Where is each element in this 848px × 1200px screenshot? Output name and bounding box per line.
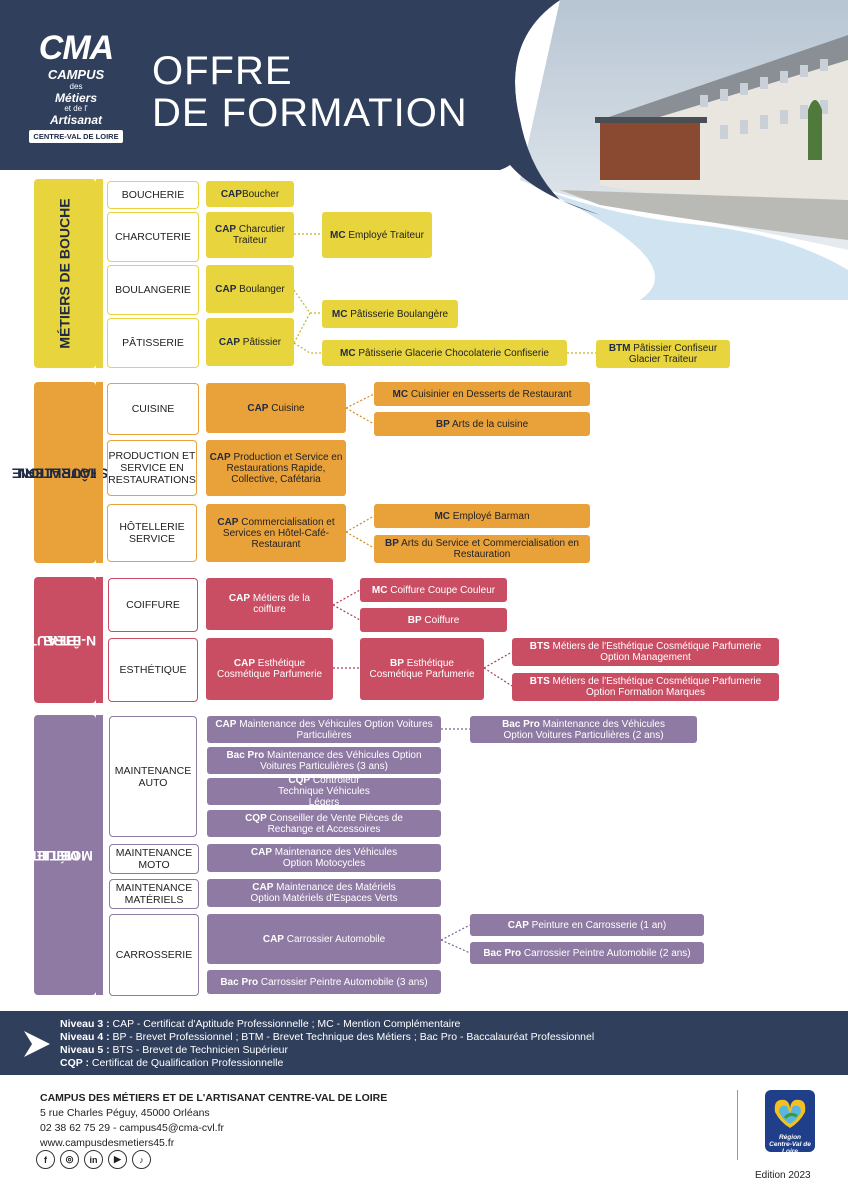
course-cap-cuisine: CAP Cuisine [206, 383, 346, 433]
tiktok-icon[interactable]: ♪ [132, 1150, 151, 1169]
category-cuisine: CUISINE [107, 383, 199, 435]
category-maintenance-moto: MAINTENANCE MOTO [109, 844, 199, 874]
course-cap-charcutier-traiteur: CAP Charcutier Traiteur [206, 212, 294, 258]
course-cap-patissier: CAP Pâtissier [206, 318, 294, 366]
section-label-bouche: MÉTIERS DE BOUCHE [56, 198, 73, 349]
category-carrosserie: CARROSSERIE [109, 914, 199, 996]
course-bts-esthetique-management: BTS Métiers de l'Esthétique Cosmétique P… [512, 638, 779, 666]
course-bp-coiffure: BP Coiffure [360, 608, 507, 632]
logo-metiers: Métiers [54, 91, 98, 105]
section-metiers-de-bouche: MÉTIERS DE BOUCHE [34, 179, 96, 368]
course-bts-esthetique-marques: BTS Métiers de l'Esthétique Cosmétique P… [512, 673, 779, 701]
course-cap-esthetique: CAP Esthétique Cosmétique Parfumerie [206, 638, 333, 700]
footer-contact-line[interactable]: 02 38 62 75 29 - campus45@cma-cvl.fr [40, 1122, 224, 1134]
header: CMA CAMPUS des Métiers et de l' Artisana… [0, 0, 848, 300]
course-bacpro-maintenance-vp-2ans: Bac Pro Maintenance des Véhicules Option… [470, 716, 697, 743]
category-boulangerie: BOULANGERIE [107, 265, 199, 315]
category-esthetique: ESTHÉTIQUE [108, 638, 198, 702]
category-charcuterie: CHARCUTERIE [107, 212, 199, 262]
logo-campus: CAMPUS [47, 67, 105, 82]
category-maintenance-auto: MAINTENANCE AUTO [109, 716, 197, 837]
footer-divider [737, 1090, 738, 1160]
section-band-mobilite [96, 715, 103, 995]
page-title: OFFRE DE FORMATION [152, 50, 468, 134]
region-logo-l2: Centre-Val de Loire [769, 1141, 811, 1155]
course-cap-peinture-carrosserie: CAP Peinture en Carrosserie (1 an) [470, 914, 704, 936]
youtube-icon[interactable]: ▶ [108, 1150, 127, 1169]
course-cap-metiers-coiffure: CAP Métiers de la coiffure [206, 578, 333, 630]
course-mc-employe-barman: MC Employé Barman [374, 504, 590, 528]
social-links: f ◎ in ▶ ♪ [36, 1150, 151, 1169]
edition-label: Edition 2023 [755, 1170, 811, 1181]
title-line-1: OFFRE [152, 49, 293, 93]
course-mc-patisserie-boulangere: MC Pâtisserie Boulangère [322, 300, 458, 328]
section-band-beaute [96, 577, 103, 703]
instagram-icon[interactable]: ◎ [60, 1150, 79, 1169]
course-cap-production-service: CAP Production et Service en Restauratio… [206, 440, 346, 496]
course-cap-carrossier: CAP Carrossier Automobile [207, 914, 441, 964]
course-bp-arts-cuisine: BP Arts de la cuisine [374, 412, 590, 436]
logo-artisanat: Artisanat [49, 113, 102, 127]
legend-niveau-5: Niveau 5 : BTS - Brevet de Technicien Su… [60, 1044, 289, 1056]
category-production-service: PRODUCTION ET SERVICE EN RESTAURATIONS [107, 440, 197, 496]
cma-logo-mark: CMA [38, 29, 114, 67]
legend-lines: Niveau 3 : CAP - Certificat d'Aptitude P… [60, 1018, 594, 1070]
course-cap-maintenance-materiels: CAP Maintenance des Matériels Option Mat… [207, 879, 441, 907]
legend-niveau-4: Niveau 4 : BP - Brevet Professionnel ; B… [60, 1031, 595, 1043]
logo-et: et de l' [64, 104, 88, 113]
course-cap-boucher: CAP Boucher [206, 181, 294, 207]
logo-region: CENTRE-VAL DE LOIRE [29, 130, 123, 143]
category-boucherie: BOUCHERIE [107, 181, 199, 209]
footer-org-name: CAMPUS DES MÉTIERS ET DE L'ARTISANAT CEN… [40, 1092, 388, 1104]
category-hotellerie-service: HÔTELLERIE SERVICE [107, 504, 197, 562]
course-cap-maintenance-vp: CAP Maintenance des Véhicules Option Voi… [207, 716, 441, 743]
course-bp-esthetique: BP Esthétique Cosmétique Parfumerie [360, 638, 484, 700]
course-mc-patisserie-glacerie: MC Pâtisserie Glacerie Chocolaterie Conf… [322, 340, 567, 366]
course-cap-maintenance-moto: CAP Maintenance des Véhicules Option Mot… [207, 844, 441, 872]
course-cqp-controleur-technique: CQP Contrôleur Technique Véhicules Léger… [207, 775, 441, 808]
linkedin-icon[interactable]: in [84, 1150, 103, 1169]
title-line-2: DE FORMATION [152, 91, 468, 135]
footer-website[interactable]: www.campusdesmetiers45.fr [40, 1137, 175, 1149]
section-band-bouche [96, 179, 103, 368]
course-cap-commercialisation: CAP Commercialisation et Services en Hôt… [206, 504, 346, 562]
course-bacpro-carrossier-2ans: Bac Pro Carrossier Peintre Automobile (2… [470, 942, 704, 964]
facebook-icon[interactable]: f [36, 1150, 55, 1169]
section-band-hotel [96, 382, 103, 563]
course-mc-employe-traiteur: MC Employé Traiteur [322, 212, 432, 258]
legend-niveau-3: Niveau 3 : CAP - Certificat d'Aptitude P… [60, 1018, 461, 1030]
cma-logo: CMA CAMPUS des Métiers et de l' Artisana… [26, 28, 126, 144]
course-btm-patissier-confiseur: BTM Pâtissier Confiseur Glacier Traiteur [596, 340, 730, 368]
course-bacpro-carrossier-3ans: Bac Pro Carrossier Peintre Automobile (3… [207, 970, 441, 994]
category-coiffure: COIFFURE [108, 578, 198, 632]
arrow-icon [24, 1031, 50, 1057]
category-maintenance-materiels: MAINTENANCE MATÉRIELS [109, 879, 199, 909]
course-mc-coiffure-coupe-couleur: MC Coiffure Coupe Couleur [360, 578, 507, 602]
legend-band: Niveau 3 : CAP - Certificat d'Aptitude P… [0, 1011, 848, 1075]
course-mc-cuisinier-desserts: MC Cuisinier en Desserts de Restaurant [374, 382, 590, 406]
course-bacpro-maintenance-vp-3ans: Bac Pro Maintenance des Véhicules Option… [207, 747, 441, 774]
region-logo-l1: Région [778, 1134, 802, 1141]
course-cap-boulanger: CAP Boulanger [206, 265, 294, 313]
legend-cqp: CQP : Certificat de Qualification Profes… [60, 1057, 284, 1069]
header-background [0, 0, 848, 300]
footer-contact: CAMPUS DES MÉTIERS ET DE L'ARTISANAT CEN… [40, 1091, 387, 1151]
logo-des: des [69, 82, 83, 91]
course-cqp-conseiller-vente: CQP Conseiller de Vente Pièces de Rechan… [207, 810, 441, 837]
course-bp-arts-service: BP Arts du Service et Commercialisation … [374, 535, 590, 563]
footer-address: 5 rue Charles Péguy, 45000 Orléans [40, 1107, 210, 1119]
category-patisserie: PÂTISSERIE [107, 318, 199, 368]
